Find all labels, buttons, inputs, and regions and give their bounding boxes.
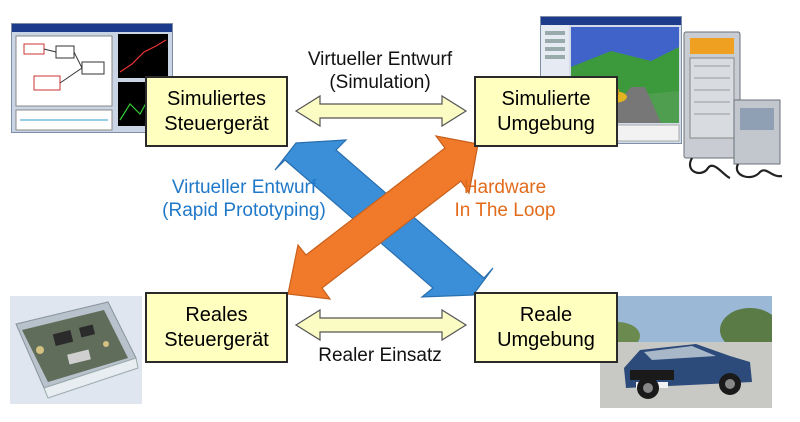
real-use-double-arrow — [294, 308, 468, 342]
rapid-prototyping-label: Virtueller Entwurf (Rapid Prototyping) — [130, 176, 358, 222]
simulated-controller-box: Simuliertes Steuergerät — [145, 76, 288, 147]
box-label-line: Umgebung — [497, 112, 595, 135]
box-label-line: Steuergerät — [164, 112, 269, 135]
hil-test-rack-photo — [678, 26, 788, 186]
box-label-line: Steuergerät — [164, 328, 269, 351]
box-label-line: Umgebung — [497, 328, 595, 351]
label-line: Realer Einsatz — [318, 345, 442, 366]
label-line: Virtueller Entwurf — [171, 177, 317, 198]
label-line: (Simulation) — [329, 72, 431, 93]
virtual-simulation-label: Virtueller Entwurf (Simulation) — [290, 48, 470, 94]
box-label-line: Reales — [185, 303, 248, 326]
real-use-label: Realer Einsatz — [290, 344, 470, 367]
label-line: Virtueller Entwurf — [307, 49, 453, 70]
audi-car-photo — [600, 296, 772, 408]
virtual-simulation-double-arrow — [294, 94, 468, 128]
box-label-line: Reale — [519, 303, 573, 326]
label-line: In The Loop — [454, 200, 556, 221]
hardware-in-the-loop-label: Hardware In The Loop — [415, 176, 595, 222]
real-environment-box: Reale Umgebung — [474, 292, 618, 363]
label-line: (Rapid Prototyping) — [162, 200, 326, 221]
box-label-line: Simuliertes — [167, 87, 266, 110]
ecu-circuit-board-photo — [10, 296, 142, 404]
label-line: Hardware — [463, 177, 547, 198]
simulation-software-screenshot — [11, 23, 173, 133]
box-label-line: Simulierte — [501, 87, 591, 110]
simulated-environment-box: Simulierte Umgebung — [474, 76, 618, 147]
real-controller-box: Reales Steuergerät — [145, 292, 288, 363]
